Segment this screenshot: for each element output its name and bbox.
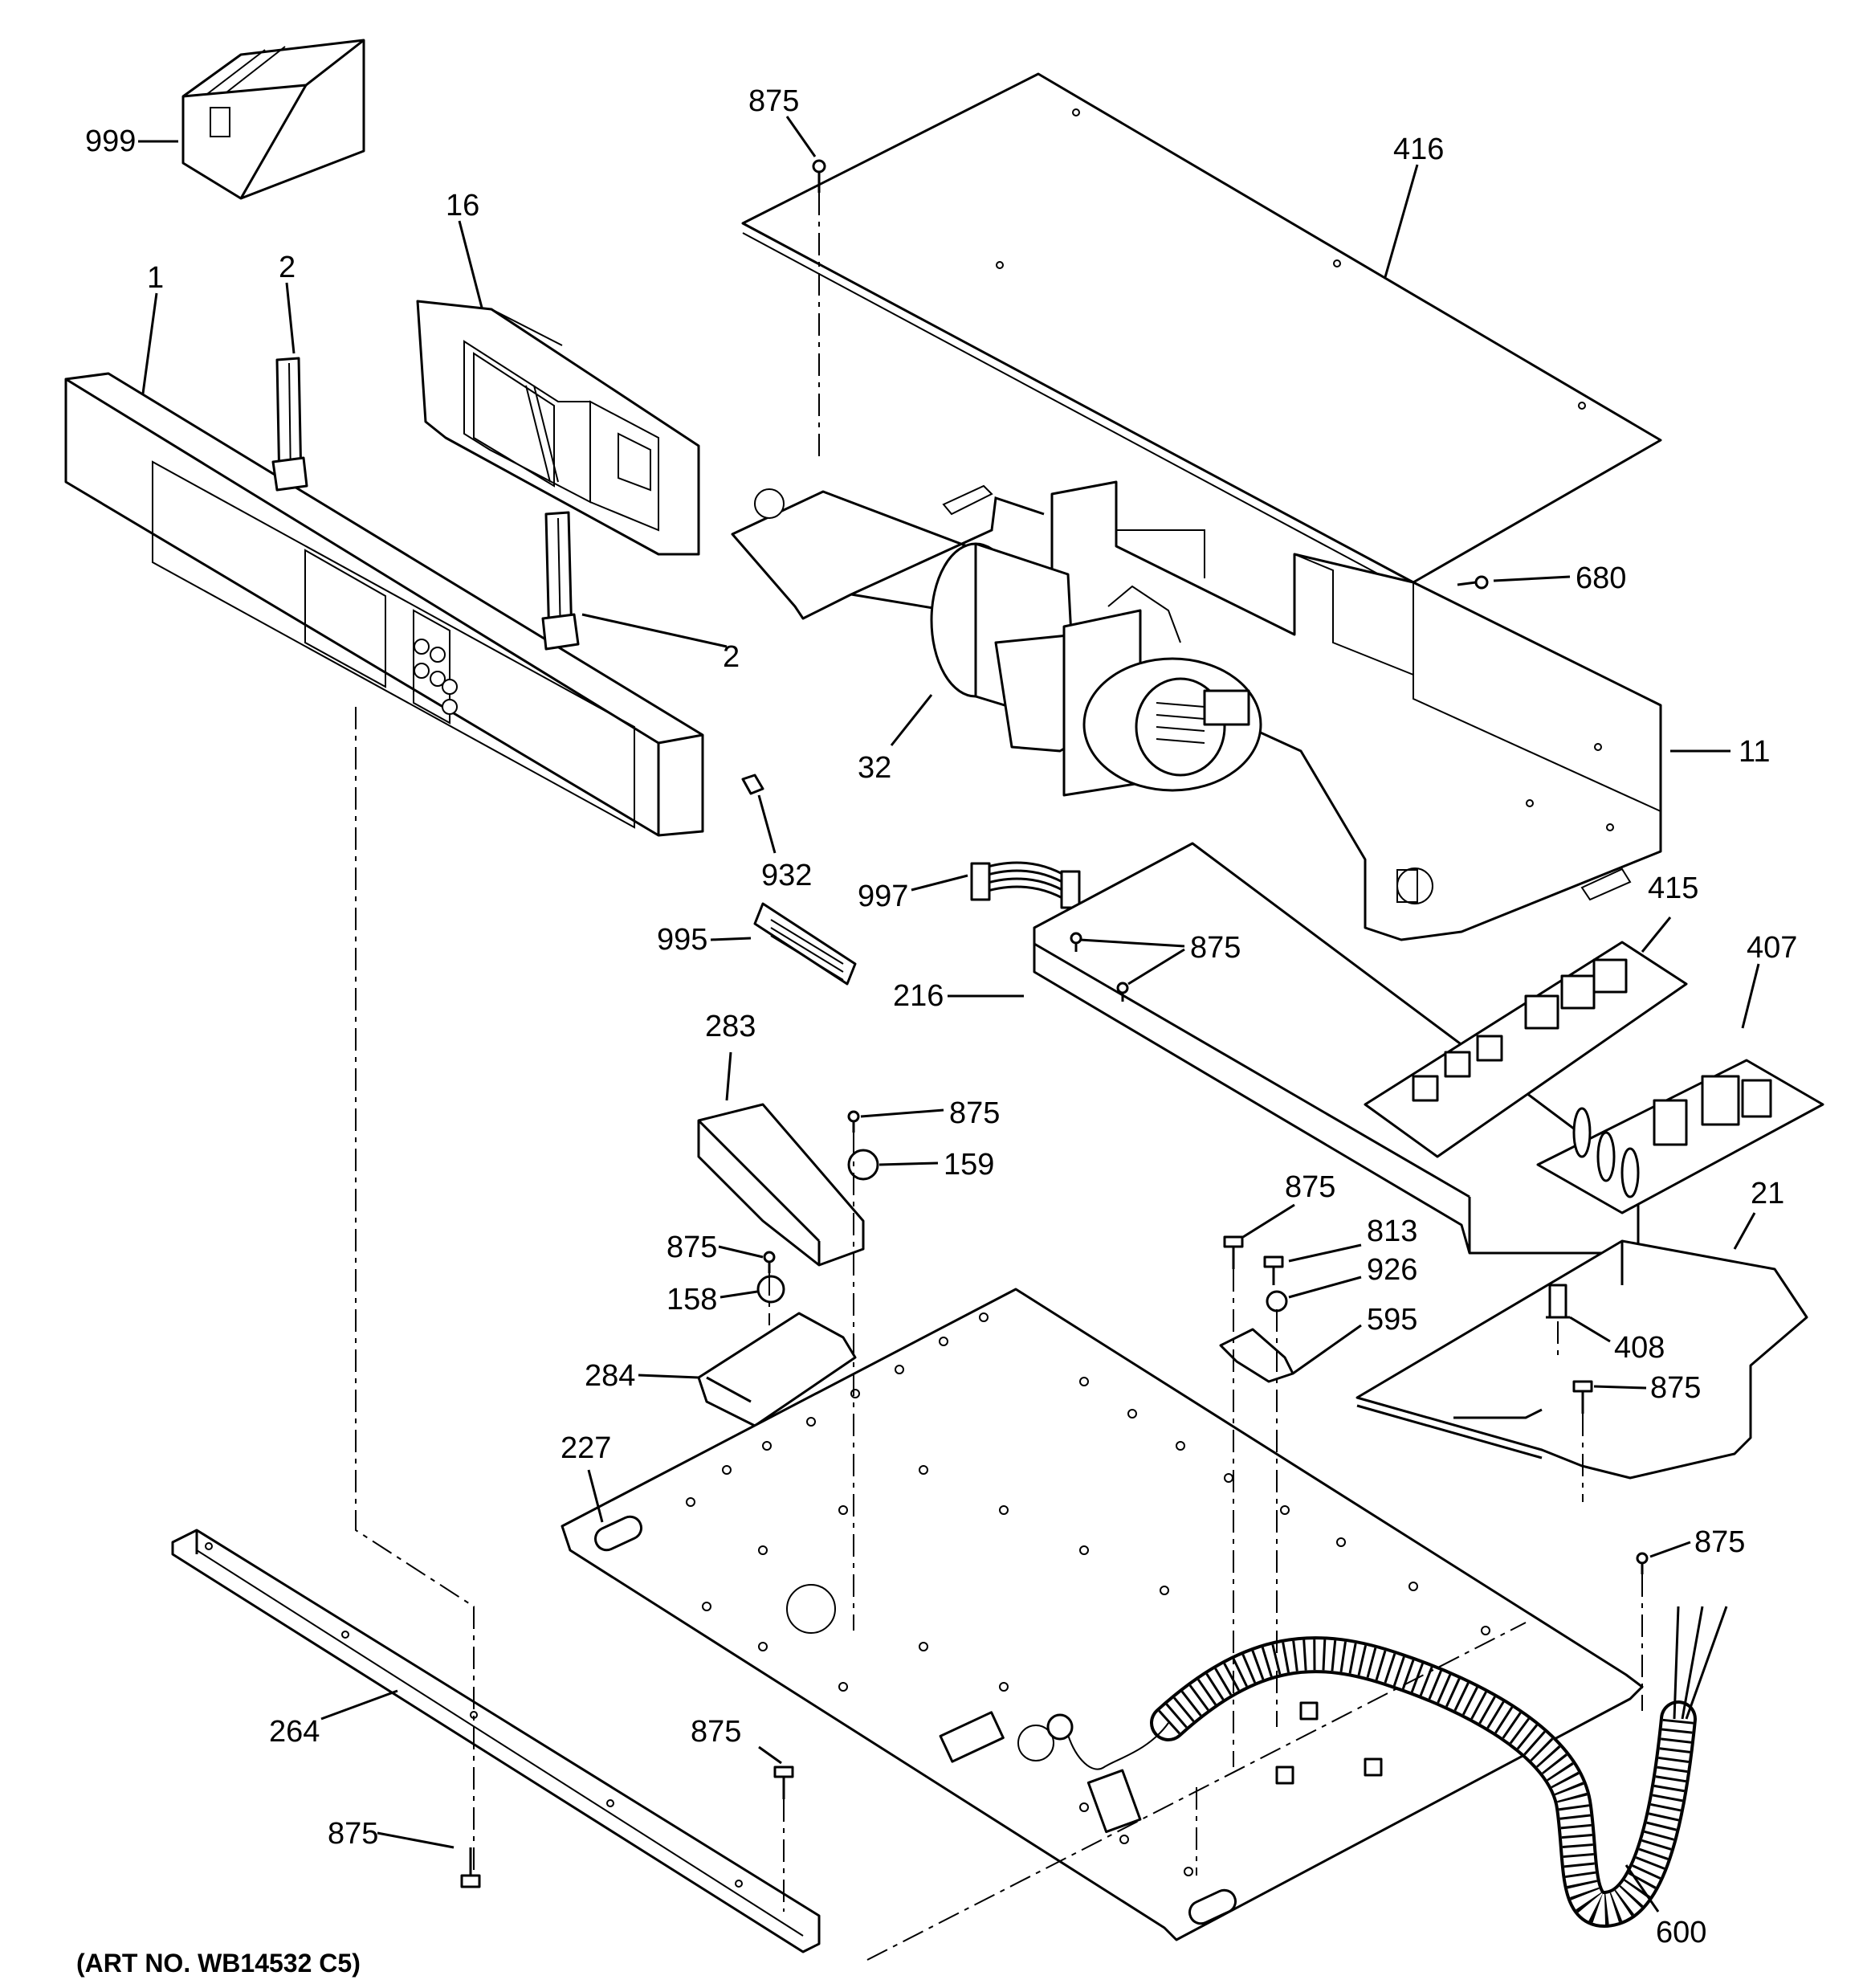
- plate-holes: [686, 1312, 1490, 1876]
- screw-875-216a: [1070, 932, 1082, 952]
- part-995-vent-grille: [753, 902, 857, 986]
- screw-875-159: [847, 1110, 860, 1133]
- part-415-relay-board: [1364, 941, 1688, 1158]
- part-416-top-cover: [741, 72, 1662, 594]
- callout-875-rail: 875: [328, 1817, 378, 1851]
- screw-875-rail: [460, 1847, 481, 1888]
- callout-408: 408: [1614, 1331, 1665, 1365]
- part-216-channel: [1033, 842, 1640, 1255]
- callout-875-216: 875: [1190, 931, 1241, 965]
- screw-875-top: [812, 159, 826, 193]
- callout-216: 216: [893, 979, 944, 1013]
- callout-415: 415: [1648, 872, 1698, 905]
- part-926-nut: [1266, 1290, 1288, 1312]
- part-408-terminal: [1546, 1284, 1570, 1319]
- callout-600: 600: [1656, 1916, 1706, 1949]
- leader-lines: [138, 116, 1760, 1912]
- callout-875-plate: 875: [691, 1715, 741, 1749]
- part-21-cover: [1355, 1239, 1808, 1480]
- callout-11: 11: [1739, 735, 1770, 769]
- callout-813: 813: [1367, 1214, 1417, 1248]
- part-407-power-board: [1536, 1059, 1824, 1214]
- callout-997: 997: [858, 880, 908, 913]
- callout-21: 21: [1751, 1177, 1784, 1210]
- callout-16: 16: [446, 189, 479, 222]
- art-number: (ART NO. WB14532 C5): [76, 1949, 361, 1978]
- callout-595: 595: [1367, 1303, 1417, 1337]
- callout-283: 283: [705, 1010, 756, 1043]
- part-997-harness: [970, 861, 1081, 909]
- callout-875-cover: 875: [1650, 1371, 1701, 1405]
- part-2-bracket-upper: [271, 357, 308, 492]
- part-158-thermostat: [756, 1275, 785, 1304]
- part-32-convection-blower: [930, 542, 1262, 797]
- callout-875-top: 875: [748, 84, 799, 118]
- callout-158: 158: [667, 1283, 717, 1316]
- part-2-bracket-lower: [541, 511, 580, 651]
- screw-875-plate: [773, 1766, 794, 1799]
- callouts: 999 875 416 16 1 2 2 680 32 11 932 997 9…: [76, 84, 1797, 1978]
- screw-875-right: [1636, 1552, 1649, 1574]
- screw-875-cover: [1572, 1380, 1593, 1414]
- callout-2-lower: 2: [723, 640, 740, 674]
- callout-680: 680: [1576, 561, 1626, 595]
- part-932-clip: [741, 774, 764, 795]
- assembly-dash-lines: [355, 193, 1643, 1961]
- callout-875-right: 875: [1694, 1525, 1745, 1559]
- callout-284: 284: [585, 1359, 635, 1393]
- callout-875-158: 875: [667, 1231, 717, 1264]
- callout-875-159: 875: [949, 1096, 1000, 1130]
- part-600-power-cord: [1046, 1606, 1728, 1928]
- part-1-control-panel: [64, 372, 704, 837]
- callout-407: 407: [1747, 931, 1797, 965]
- screws-875: [460, 159, 1649, 1888]
- part-16-electronic-control: [416, 300, 700, 556]
- screw-875-clamp: [1223, 1235, 1244, 1269]
- part-283-shield: [697, 1103, 865, 1267]
- part-264-front-rail: [171, 1529, 821, 1953]
- screw-875-158: [763, 1251, 776, 1273]
- callout-264: 264: [269, 1715, 320, 1749]
- callout-875-clamp: 875: [1285, 1170, 1335, 1204]
- callout-227: 227: [561, 1431, 611, 1465]
- callout-932: 932: [761, 859, 812, 892]
- callout-1: 1: [147, 261, 164, 295]
- part-999-carton: [181, 39, 365, 200]
- callout-416: 416: [1393, 133, 1444, 166]
- callout-995: 995: [657, 923, 707, 957]
- screw-875-216b: [1116, 982, 1129, 1002]
- callout-159: 159: [944, 1148, 994, 1182]
- callout-2-upper: 2: [279, 251, 296, 284]
- part-227-bottom-plate: [561, 1288, 1644, 1941]
- part-813-screw: [1263, 1255, 1284, 1285]
- part-159-thermostat: [847, 1149, 879, 1181]
- part-595-clamp: [1219, 1328, 1294, 1383]
- screw-680: [1457, 575, 1489, 590]
- callout-32: 32: [858, 751, 891, 785]
- callout-999: 999: [85, 125, 136, 158]
- callout-926: 926: [1367, 1253, 1417, 1287]
- part-284-shield: [697, 1312, 857, 1427]
